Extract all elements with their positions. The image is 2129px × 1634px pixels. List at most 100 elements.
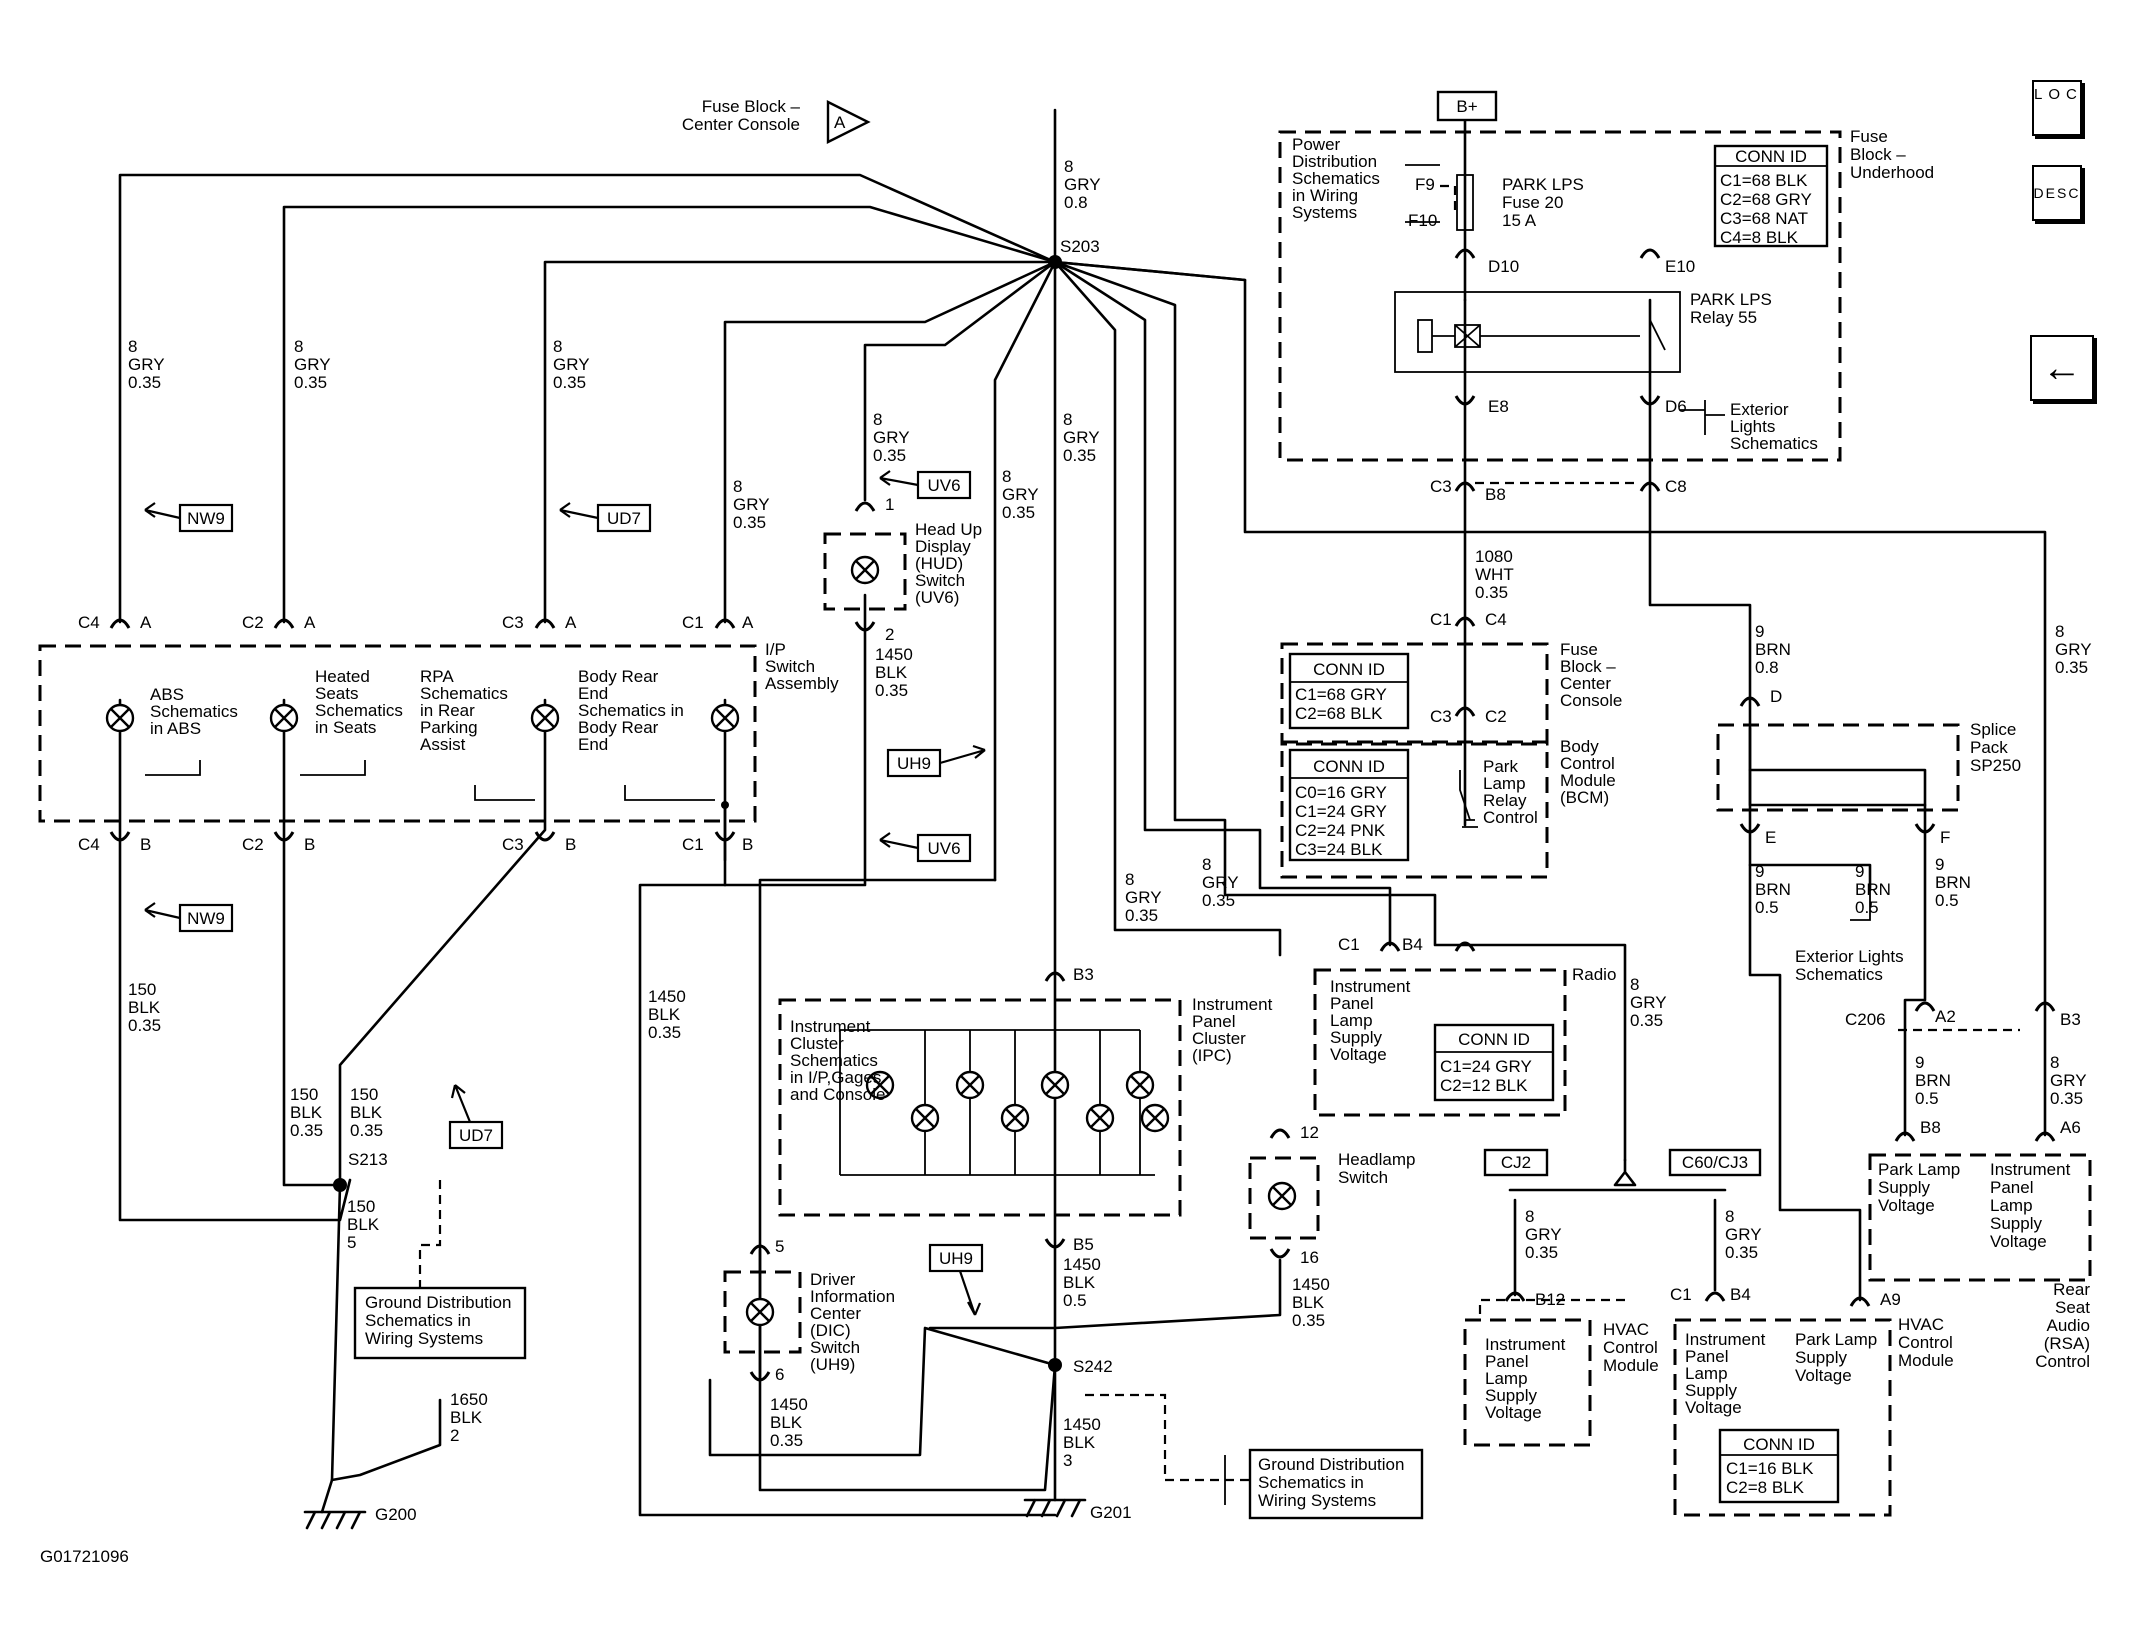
pd-leader: [1440, 184, 1457, 215]
wire-dic-ground: [708, 1326, 1057, 1457]
conn-up-11: [2034, 1131, 2056, 1142]
b-plus-box: [1436, 90, 1498, 122]
pin-a-abs-top: A: [140, 613, 152, 632]
pin-b8-rsa: B8: [1920, 1118, 1941, 1137]
wire-headlamp: [1053, 260, 1282, 957]
wire-s213-g200: [330, 1183, 342, 1482]
conn-up-5: [1639, 248, 1661, 259]
radio-box: [1313, 968, 1567, 1117]
conn-up-2: [1269, 1128, 1291, 1139]
ipc-lamp-array: [839, 1029, 1155, 1176]
desc-icon[interactable]: DESC: [2032, 165, 2082, 221]
wire-g200-stub: [320, 1478, 334, 1514]
wire-1650: [330, 1398, 442, 1482]
bcm-conn-id-2: C2=24 PNK: [1295, 821, 1386, 840]
c60-box: [1668, 1148, 1762, 1177]
wire-9brn: [1648, 483, 1752, 702]
pin-e8: E8: [1488, 397, 1509, 416]
grounds: [303, 1498, 1087, 1530]
lamp-ipc-7: [1125, 1070, 1155, 1100]
pin-b4-hvac: B4: [1730, 1285, 1751, 1304]
dic-box: [723, 1270, 802, 1354]
tag-nw9-bottom-label: NW9: [187, 909, 225, 928]
conn-id-center-console: [1288, 652, 1410, 730]
lamp-ipc-1: [865, 1070, 895, 1100]
relay-coil-res: [1417, 319, 1433, 353]
conn-up-15: [1379, 941, 1401, 952]
conn-up-14: [1454, 706, 1476, 717]
conn-down-2: [1269, 1248, 1291, 1259]
pin-c2-bot: C2: [242, 835, 264, 854]
lamp-ipc-5: [1040, 1070, 1070, 1100]
pin-d6: D6: [1665, 397, 1687, 416]
conn-up-4: [1454, 248, 1476, 259]
splices: [333, 255, 1062, 1372]
wire-rpa-ground: [338, 698, 547, 1187]
wires: [118, 108, 2047, 1517]
c60-cj3-label: C60/CJ3: [1682, 1153, 1748, 1172]
tag-uv6-bottom: UV6: [879, 832, 972, 863]
lamp-ipc-2: [910, 1103, 940, 1133]
lamps: [105, 555, 1297, 1327]
conn-up-6: [1454, 941, 1476, 952]
pin-e: E: [1765, 828, 1776, 847]
headlamp-box: [1248, 1156, 1320, 1240]
lamp-ipc-3: [955, 1070, 985, 1100]
pin-a9: A9: [1880, 1290, 1901, 1309]
b-plus-label: B+: [1456, 97, 1477, 116]
lamp-ipc-4: [1000, 1103, 1030, 1133]
hud-box: [823, 532, 907, 611]
center-console-box: [1280, 642, 1549, 746]
splice-internal: [1748, 726, 1927, 807]
splice-s203: [1048, 255, 1062, 269]
conn-up-0: [854, 501, 876, 512]
bcm-conn-id-3: C3=24 BLK: [1295, 840, 1383, 859]
underhood-conn-id-1: C2=68 GRY: [1720, 190, 1812, 209]
gd-leader-2: [1085, 1393, 1250, 1482]
pin-c1-top: C1: [682, 613, 704, 632]
radio-pin-b4: B4: [1402, 935, 1423, 954]
wire-exterior: [1748, 828, 1872, 892]
pin-a6: A6: [2060, 1118, 2081, 1137]
pin-c4-top: C4: [78, 613, 100, 632]
lamp-ref-brackets: [145, 760, 715, 801]
bcm-box: [1280, 740, 1549, 879]
back-arrow-icon[interactable]: ←: [2030, 335, 2094, 401]
conn-up-17: [2034, 1001, 2056, 1012]
pin-b-rpa-bot: B: [565, 835, 576, 854]
conn-id-title-console: CONN ID: [1313, 660, 1385, 679]
conn-id-title-radio: CONN ID: [1458, 1030, 1530, 1049]
back-arrow-glyph: ←: [2042, 345, 2082, 390]
s242-label: S242: [1073, 1357, 1113, 1376]
conn-id-hvac: [1718, 1428, 1840, 1504]
cj2-label: CJ2: [1501, 1153, 1531, 1172]
pin-c1-console: C1: [1430, 610, 1452, 629]
relay-coil-lines: [1432, 324, 1640, 348]
console-conn-id-1: C2=68 BLK: [1295, 704, 1383, 723]
pin-6: 6: [775, 1365, 784, 1384]
ext-lights-2-bracket: [1850, 890, 1871, 921]
loc-icon[interactable]: LOC: [2032, 80, 2082, 136]
lamp-hud: [850, 555, 880, 585]
